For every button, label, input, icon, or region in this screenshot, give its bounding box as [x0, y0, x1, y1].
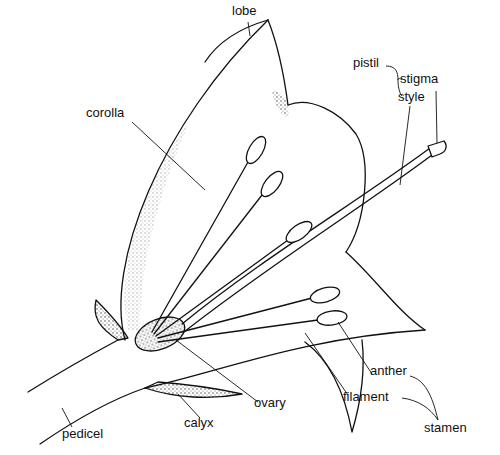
leader-line [400, 106, 410, 185]
anther-body [257, 168, 287, 200]
part-label: calyx [184, 416, 214, 430]
stigma-tip [428, 141, 446, 157]
part-label: pistil [353, 56, 379, 70]
part-label: anther [370, 364, 407, 378]
corolla-shade [272, 90, 288, 118]
anther-body [309, 284, 342, 305]
filament-line [152, 162, 248, 332]
leader-line [338, 322, 372, 374]
leader-line [62, 408, 72, 427]
style-body [182, 148, 430, 324]
part-label: filament [343, 390, 389, 404]
leader-line [132, 122, 205, 190]
style-body [184, 155, 432, 332]
corolla-lobe [346, 252, 425, 330]
part-label: pedicel [62, 427, 103, 441]
corolla-shade [125, 120, 190, 330]
leader-line [305, 333, 348, 395]
anther-body [316, 309, 348, 327]
leader-line [176, 340, 258, 402]
pedicel-stem [28, 340, 118, 392]
corolla-lobe [305, 340, 363, 432]
leader-line [178, 394, 200, 418]
filament-line [154, 195, 262, 334]
anther-body [283, 218, 315, 247]
part-label: stamen [424, 421, 467, 435]
anther-body [242, 134, 269, 167]
part-label: lobe [232, 4, 257, 18]
part-label: corolla [86, 106, 124, 120]
part-label: stigma [400, 72, 438, 86]
part-label: style [398, 90, 425, 104]
leader-line [248, 22, 250, 36]
leader-line [436, 91, 437, 143]
corolla-outline [121, 20, 268, 340]
stamen-bracket [402, 398, 438, 420]
filament-line [158, 320, 318, 342]
corolla-lobe [205, 20, 268, 62]
corolla-outline [145, 330, 425, 388]
pedicel-stem [40, 388, 145, 444]
stamen-bracket [410, 376, 438, 420]
part-label: ovary [254, 396, 286, 410]
